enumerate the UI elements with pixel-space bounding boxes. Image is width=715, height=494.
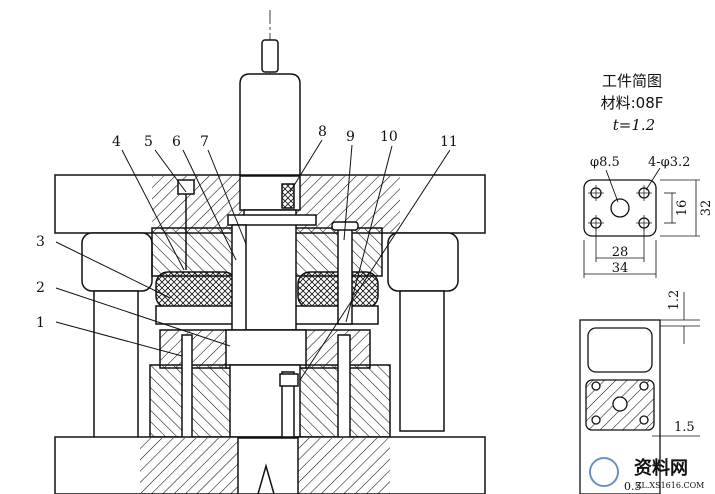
punch-left-stem bbox=[231, 224, 247, 336]
punch-center bbox=[243, 209, 297, 331]
callout-11: 11 bbox=[440, 134, 458, 150]
watermark-fragment: 0.5 bbox=[624, 480, 642, 493]
dim-width-inner: 28 bbox=[612, 245, 629, 260]
callout-labels: 1 2 3 4 5 6 7 8 9 10 11 bbox=[36, 124, 458, 331]
dim-side-thickness: 1.2 bbox=[667, 290, 682, 311]
side-hole-center bbox=[612, 396, 628, 412]
ejector-pin-left bbox=[181, 334, 193, 494]
lower-cone bbox=[257, 463, 275, 494]
workpiece-dimensions: φ8.5 4-φ3.2 16 32 28 34 bbox=[590, 155, 714, 276]
callout-leaders bbox=[55, 139, 451, 381]
bolt-left-head bbox=[177, 179, 195, 195]
side-hole-3 bbox=[591, 415, 601, 425]
callout-6: 6 bbox=[172, 134, 181, 150]
die-assembly bbox=[54, 10, 486, 494]
watermark-brand: 资料网 bbox=[634, 457, 688, 479]
callout-1: 1 bbox=[36, 315, 45, 331]
part-material: 材料:08F bbox=[601, 94, 664, 112]
side-hole-2 bbox=[639, 381, 649, 391]
hole-large bbox=[610, 198, 630, 218]
workpiece-outline bbox=[583, 179, 657, 237]
callout-4: 4 bbox=[112, 134, 121, 150]
dim-height-outer: 32 bbox=[699, 200, 714, 217]
callout-9: 9 bbox=[346, 129, 355, 145]
punch-plate-top bbox=[227, 214, 317, 226]
watermark: 0.5 资料网 ZL.XS1616.COM bbox=[589, 457, 704, 493]
ejector-head bbox=[279, 373, 299, 387]
side-window-top bbox=[587, 327, 653, 373]
rubber-block-left bbox=[155, 271, 237, 309]
dim-hole-small: 4-φ3.2 bbox=[648, 155, 690, 170]
dim-height-inner: 16 bbox=[675, 200, 690, 217]
callout-10: 10 bbox=[380, 129, 398, 145]
die-shank bbox=[239, 73, 301, 179]
dim-bottom-offset: 1.5 bbox=[674, 420, 695, 435]
shank-pin bbox=[261, 39, 279, 73]
stripper-slot bbox=[225, 329, 307, 369]
side-hole-1 bbox=[591, 381, 601, 391]
guide-post-right bbox=[399, 290, 445, 432]
callout-8: 8 bbox=[318, 124, 327, 140]
guide-bushing-right bbox=[387, 232, 459, 292]
dim-width-outer: 34 bbox=[612, 261, 629, 276]
side-hole-4 bbox=[639, 415, 649, 425]
guide-post-left bbox=[93, 290, 139, 442]
part-thickness: t=1.2 bbox=[613, 116, 655, 134]
side-dimensions: 1.2 1.5 bbox=[667, 290, 695, 435]
watermark-url: ZL.XS1616.COM bbox=[636, 481, 704, 490]
callout-2: 2 bbox=[36, 280, 45, 296]
part-info: 工件简图 材料:08F t=1.2 bbox=[601, 72, 664, 134]
dim-hole-large: φ8.5 bbox=[590, 155, 620, 170]
callout-3: 3 bbox=[36, 234, 45, 250]
part-title: 工件简图 bbox=[602, 72, 662, 90]
callout-7: 7 bbox=[200, 134, 209, 150]
callout-5: 5 bbox=[144, 134, 153, 150]
guide-bushing-left bbox=[81, 232, 153, 292]
workpiece-top-view bbox=[583, 167, 700, 278]
workpiece-side-view bbox=[579, 292, 700, 494]
watermark-logo bbox=[589, 457, 619, 487]
